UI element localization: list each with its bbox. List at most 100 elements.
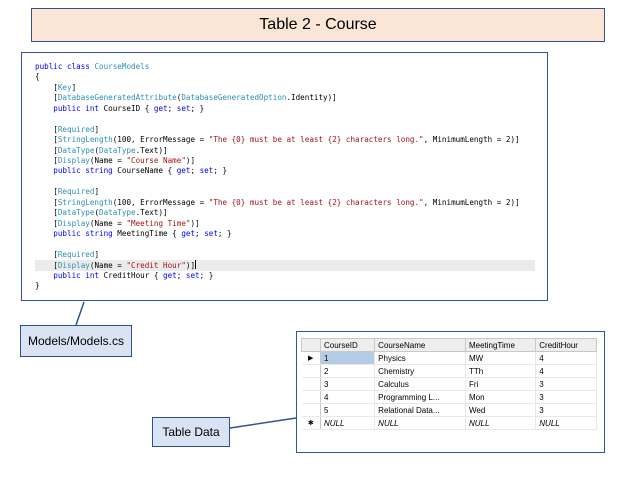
table-cell[interactable]: Chemistry bbox=[374, 364, 466, 378]
code-token: CourseName { bbox=[117, 166, 177, 176]
code-token: ] bbox=[94, 187, 100, 197]
code-token: DataType bbox=[99, 145, 136, 155]
table-cell[interactable]: Wed bbox=[465, 403, 537, 417]
row-selector[interactable]: ▶ bbox=[301, 351, 321, 365]
code-line: [Display(Name = "Meeting Time")] bbox=[35, 219, 535, 229]
table-cell[interactable]: 3 bbox=[535, 377, 597, 391]
models-file-label: Models/Models.cs bbox=[20, 325, 132, 357]
table-cell[interactable]: 4 bbox=[535, 351, 597, 365]
code-token: "Course Name" bbox=[126, 155, 186, 165]
code-token: [ bbox=[35, 218, 58, 228]
column-header-credithour[interactable]: CreditHour bbox=[535, 338, 597, 352]
code-token: Required bbox=[57, 187, 95, 197]
code-line bbox=[35, 239, 535, 249]
code-token: [ bbox=[35, 155, 58, 165]
code-line: [StringLength(100, ErrorMessage = "The {… bbox=[35, 135, 535, 145]
row-selector[interactable] bbox=[301, 390, 321, 404]
code-token: set bbox=[176, 103, 191, 113]
table-cell[interactable]: MW bbox=[465, 351, 537, 365]
row-selector[interactable] bbox=[301, 403, 321, 417]
row-selector[interactable]: ✱ bbox=[301, 416, 321, 430]
table-cell[interactable]: 4 bbox=[535, 364, 597, 378]
code-token: (100, ErrorMessage = bbox=[112, 197, 209, 207]
code-line: [StringLength(100, ErrorMessage = "The {… bbox=[35, 198, 535, 208]
code-token: [ bbox=[35, 197, 58, 207]
table-cell[interactable]: NULL bbox=[320, 416, 376, 430]
table-cell[interactable]: NULL bbox=[374, 416, 466, 430]
code-token: ] bbox=[71, 82, 77, 92]
code-token: public int bbox=[35, 270, 104, 280]
code-screenshot: public class CourseModels{ [Key] [Databa… bbox=[21, 52, 548, 301]
row-selector[interactable] bbox=[301, 377, 321, 391]
models-connector bbox=[75, 301, 85, 326]
column-header-coursename[interactable]: CourseName bbox=[374, 338, 466, 352]
code-token: get bbox=[176, 166, 191, 176]
code-token: DataType bbox=[57, 208, 95, 218]
code-token: DatabaseGeneratedAttribute bbox=[57, 93, 177, 103]
code-token: ; } bbox=[213, 166, 228, 176]
table-cell[interactable]: 1 bbox=[319, 351, 376, 365]
code-token: } bbox=[35, 281, 40, 291]
code-token: "The {0} must be at least {2} characters… bbox=[208, 135, 424, 145]
table-cell[interactable]: Programming L... bbox=[374, 390, 466, 404]
code-editor: public class CourseModels{ [Key] [Databa… bbox=[35, 62, 535, 292]
code-token: ] bbox=[94, 124, 100, 134]
column-header-meetingtime[interactable]: MeetingTime bbox=[464, 338, 537, 352]
text-cursor bbox=[195, 260, 197, 270]
table-cell[interactable]: 4 bbox=[320, 390, 376, 404]
code-token: set bbox=[199, 166, 214, 176]
table-cell[interactable]: 3 bbox=[320, 377, 376, 391]
code-token: get bbox=[163, 270, 177, 280]
column-header-courseid[interactable]: CourseID bbox=[319, 338, 376, 352]
table-cell[interactable]: Calculus bbox=[374, 377, 466, 391]
code-line: [Required] bbox=[35, 187, 535, 197]
code-line: public string MeetingTime { get; set; } bbox=[35, 229, 535, 239]
table-cell[interactable]: Fri bbox=[465, 377, 537, 391]
code-token: set bbox=[185, 270, 200, 280]
code-token: public string bbox=[35, 229, 118, 238]
table-cell[interactable]: Mon bbox=[465, 390, 537, 404]
table-cell[interactable]: Physics bbox=[374, 351, 466, 365]
table-cell[interactable]: NULL bbox=[535, 416, 597, 430]
code-token: Key bbox=[57, 82, 72, 92]
code-token: public int bbox=[35, 103, 104, 113]
code-token: )] bbox=[190, 218, 200, 228]
table-cell[interactable]: 5 bbox=[320, 403, 376, 417]
table-cell[interactable]: TTh bbox=[465, 364, 537, 378]
table-cell[interactable]: 3 bbox=[535, 390, 597, 404]
table-cell[interactable]: 3 bbox=[535, 403, 597, 417]
code-line: [DataType(DataType.Text)] bbox=[35, 208, 535, 218]
table-cell[interactable]: 2 bbox=[320, 364, 376, 378]
table-data-label: Table Data bbox=[152, 417, 230, 447]
table-cell[interactable]: NULL bbox=[465, 416, 537, 430]
code-token: , MinimumLength = 2)] bbox=[423, 135, 520, 145]
code-token: (Name = bbox=[89, 155, 127, 165]
code-token: )] bbox=[185, 155, 196, 165]
row-selector-header[interactable] bbox=[301, 338, 321, 352]
code-token: ( bbox=[94, 145, 100, 155]
code-token: { bbox=[35, 72, 40, 82]
code-token: Required bbox=[57, 249, 95, 259]
code-token: [ bbox=[35, 145, 58, 155]
code-token: "The {0} must be at least {2} characters… bbox=[208, 197, 424, 207]
code-line: [Required] bbox=[35, 250, 535, 260]
code-token: public class bbox=[35, 62, 95, 71]
code-token: [ bbox=[35, 93, 58, 103]
table-cell[interactable]: Relational Data... bbox=[374, 403, 466, 417]
code-token: .Text)] bbox=[135, 208, 168, 218]
code-token: ; } bbox=[190, 103, 205, 113]
code-token: (Name = bbox=[89, 218, 127, 228]
code-token: [ bbox=[35, 208, 58, 218]
code-line: public string CourseName { get; set; } bbox=[35, 166, 535, 176]
row-selector[interactable] bbox=[301, 364, 321, 378]
code-token: MeetingTime { bbox=[117, 229, 182, 238]
code-token: (100, ErrorMessage = bbox=[112, 135, 209, 145]
code-token: Required bbox=[57, 124, 95, 134]
